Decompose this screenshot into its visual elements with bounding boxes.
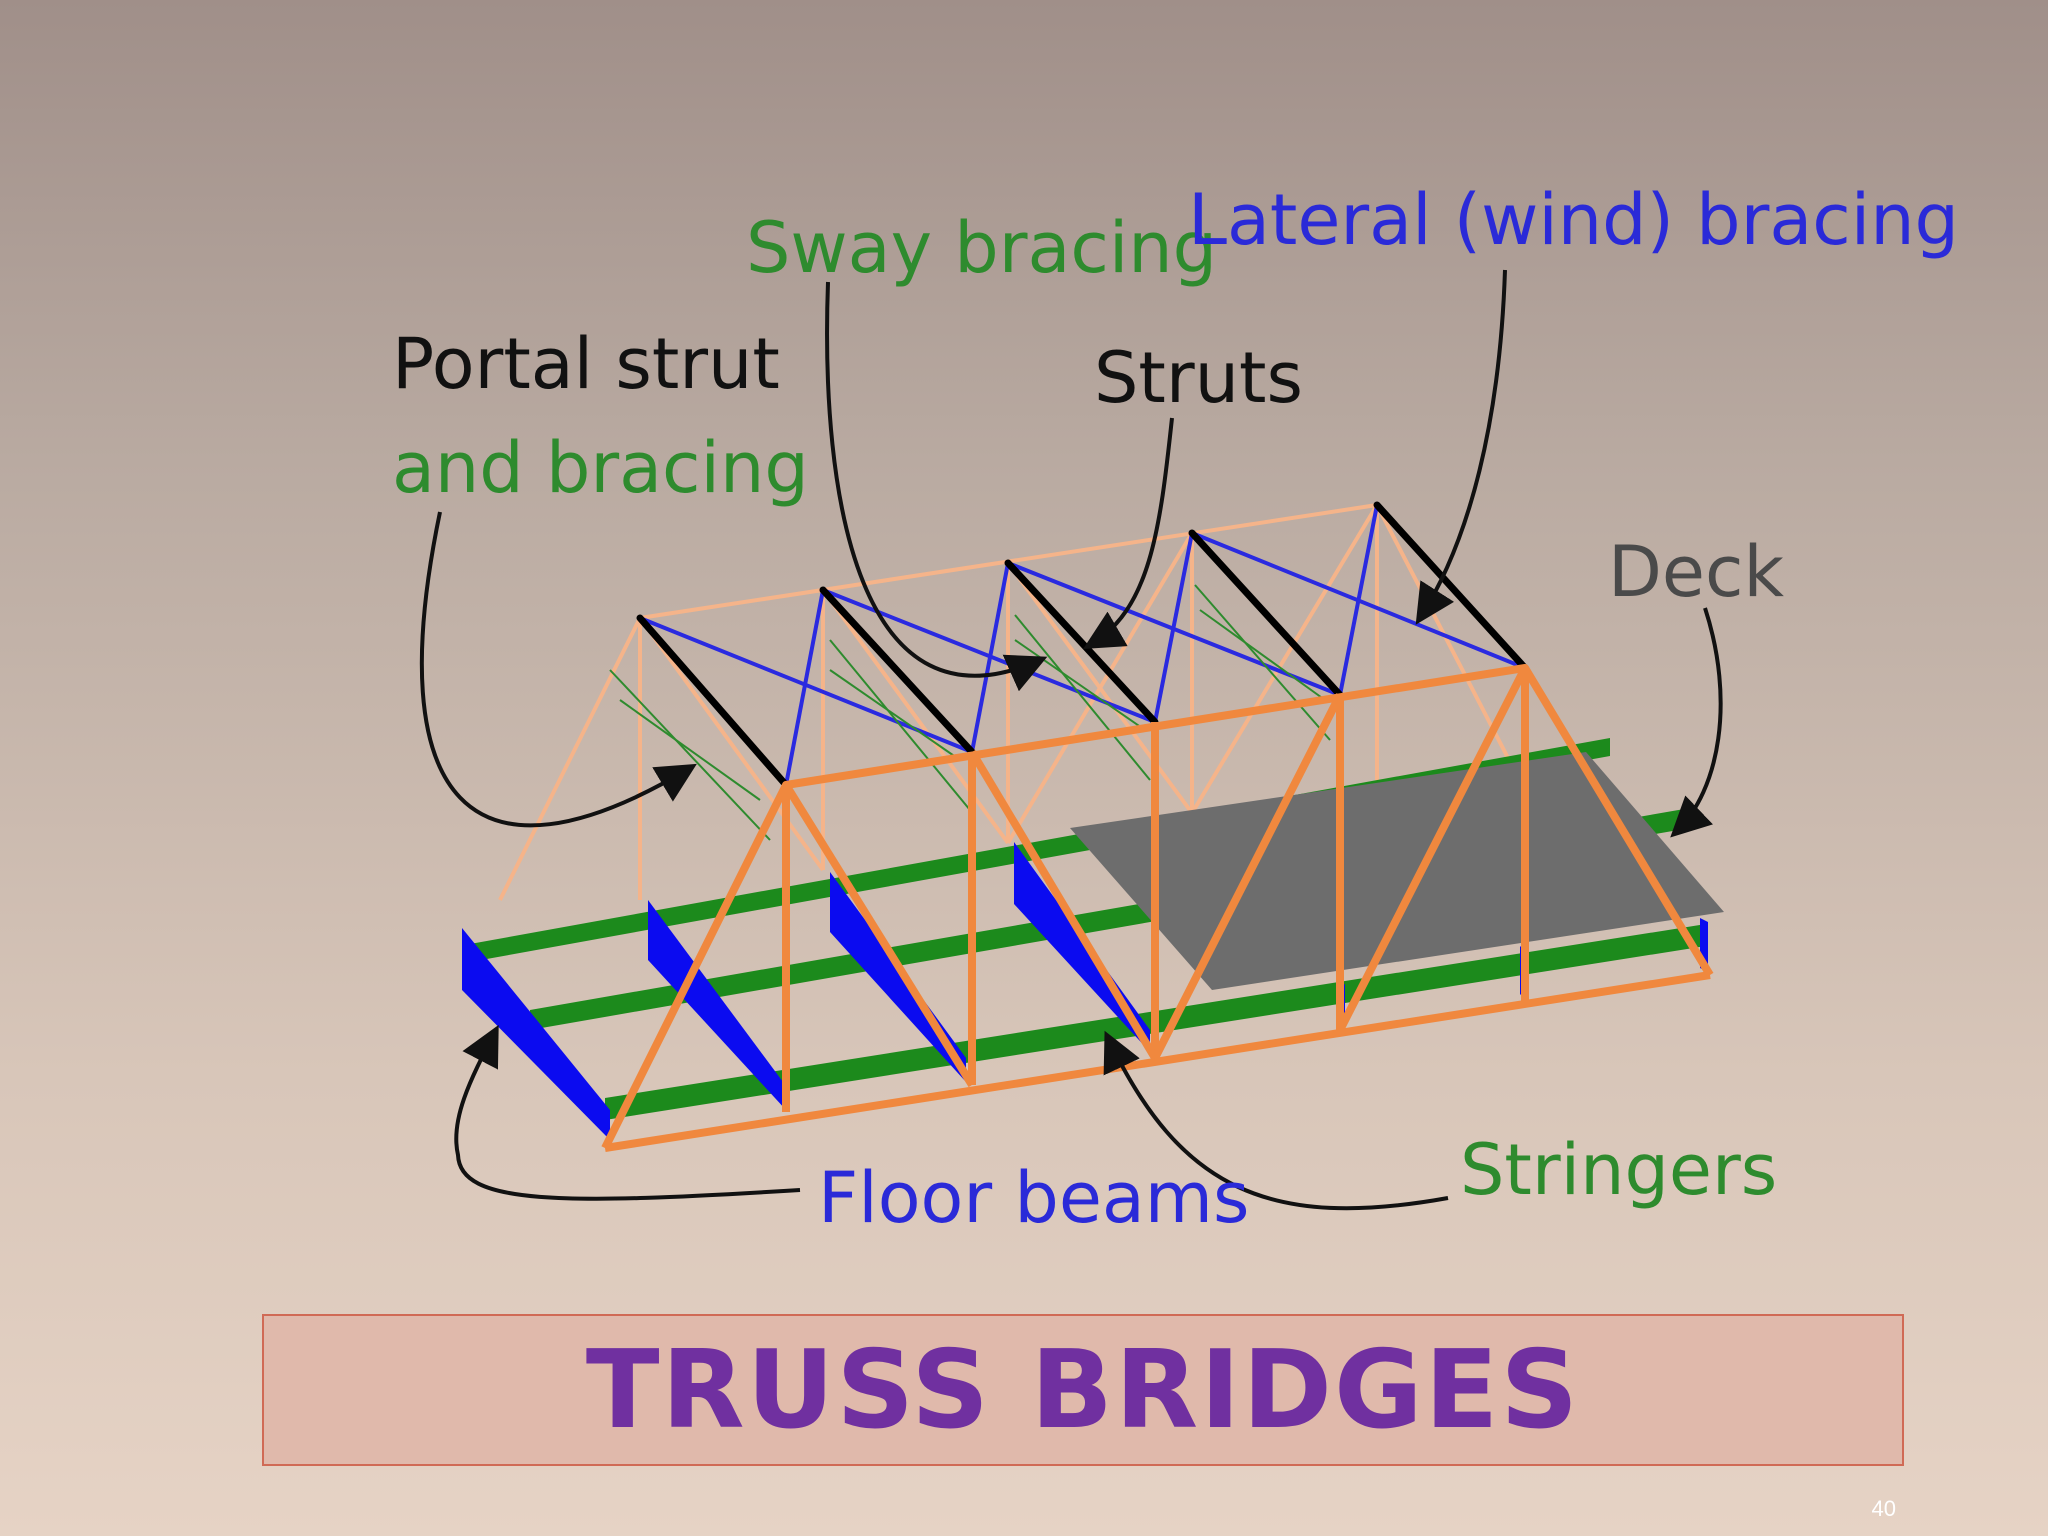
label-deck: Deck bbox=[1608, 531, 1784, 613]
label-lateral-bracing: Lateral (wind) bracing bbox=[1188, 179, 1959, 261]
page-number: 40 bbox=[1871, 1496, 1896, 1521]
portal-strut-arrow bbox=[419, 511, 697, 828]
struts bbox=[636, 501, 1529, 789]
near-truss bbox=[601, 664, 1714, 1152]
stringers-arrow bbox=[1103, 1030, 1449, 1211]
deck-arrow bbox=[1670, 607, 1723, 838]
label-sway-bracing: Sway bracing bbox=[746, 207, 1217, 289]
struts-arrow bbox=[1083, 417, 1174, 650]
lateral-bracing-arrow bbox=[1415, 269, 1507, 625]
sway-bracing-arrow bbox=[825, 281, 1048, 692]
floor-beams-arrow bbox=[454, 1024, 801, 1201]
lateral-bracing bbox=[639, 504, 1526, 786]
label-floor-beams: Floor beams bbox=[818, 1157, 1249, 1239]
label-stringers: Stringers bbox=[1460, 1129, 1777, 1211]
label-portal-strut: Portal strut bbox=[392, 323, 780, 405]
truss-bridge-diagram: Portal strut and bracing Sway bracing La… bbox=[392, 179, 1959, 1239]
deck bbox=[1070, 752, 1724, 990]
leader-arrows bbox=[419, 269, 1723, 1211]
title-box: TRUSS BRIDGES bbox=[262, 1314, 1904, 1466]
label-and-bracing: and bracing bbox=[392, 427, 809, 509]
label-struts: Struts bbox=[1094, 337, 1303, 419]
slide-title: TRUSS BRIDGES bbox=[585, 1327, 1581, 1453]
